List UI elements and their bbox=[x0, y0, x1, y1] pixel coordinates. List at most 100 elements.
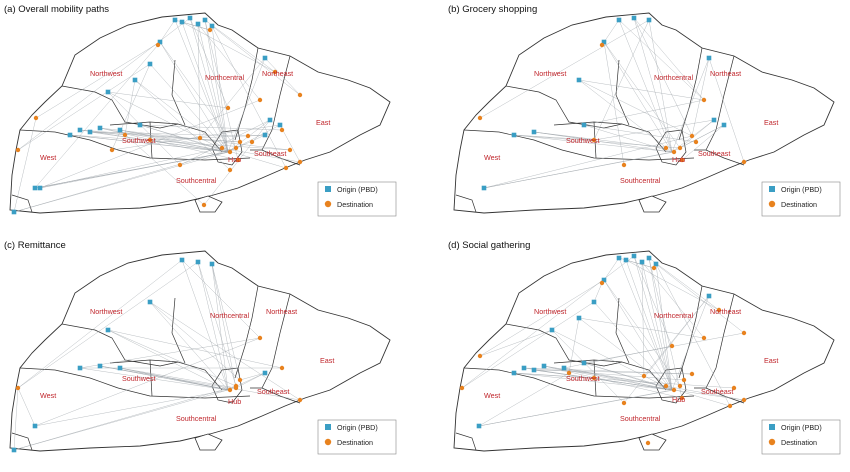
destination-marker bbox=[669, 343, 675, 349]
origin-markers-c bbox=[11, 257, 268, 453]
mobility-path-line bbox=[204, 19, 239, 161]
mobility-path-line bbox=[17, 63, 151, 151]
mobility-path-line bbox=[89, 131, 241, 143]
mobility-path-line bbox=[603, 41, 681, 149]
mobility-path-line bbox=[99, 127, 291, 151]
origin-markers-d bbox=[476, 253, 712, 429]
mobility-path-line bbox=[679, 119, 715, 149]
region-label-southcentral: Southcentral bbox=[176, 414, 217, 423]
mobility-path-line bbox=[69, 134, 231, 153]
region-label-hub: Hub bbox=[672, 155, 685, 164]
origin-marker bbox=[147, 299, 153, 305]
mobility-path-line bbox=[671, 57, 710, 153]
mobility-path-line bbox=[633, 17, 693, 137]
mobility-path-line bbox=[583, 332, 745, 364]
destination-marker bbox=[237, 377, 243, 383]
mobility-path-line bbox=[17, 387, 36, 427]
origin-marker bbox=[711, 117, 717, 123]
origin-marker bbox=[209, 23, 215, 29]
mobility-path-line bbox=[211, 25, 229, 153]
destination-marker bbox=[33, 115, 39, 121]
mobility-path-line bbox=[478, 372, 570, 427]
mobility-path-line bbox=[583, 362, 731, 407]
mobility-path-line bbox=[17, 261, 199, 389]
region-label-east: East bbox=[320, 356, 334, 365]
region-label-west: West bbox=[40, 153, 56, 162]
destination-marker bbox=[233, 385, 239, 391]
mobility-path-line bbox=[181, 21, 229, 153]
origin-marker bbox=[32, 185, 38, 191]
mobility-path-line bbox=[479, 279, 605, 357]
origin-marker bbox=[77, 127, 83, 133]
legend-origin-label: Origin (PBD) bbox=[781, 423, 822, 432]
legend-destination-icon bbox=[324, 438, 332, 446]
origin-marker bbox=[137, 122, 143, 128]
mobility-path-line bbox=[13, 151, 229, 213]
legend-b: Origin (PBD) Destination bbox=[761, 181, 841, 217]
legend-a: Origin (PBD) Destination bbox=[317, 181, 397, 217]
mobility-path-line bbox=[625, 259, 673, 391]
destination-marker bbox=[233, 145, 239, 151]
mobility-path-line bbox=[551, 329, 625, 404]
destination-marker bbox=[679, 395, 685, 401]
mobility-path-line bbox=[618, 19, 705, 101]
mobility-path-line bbox=[69, 134, 291, 151]
mobility-path-line bbox=[648, 257, 673, 391]
mobility-path-line bbox=[181, 259, 261, 339]
destination-marker bbox=[741, 397, 747, 403]
origin-marker bbox=[87, 129, 93, 135]
mobility-path-line bbox=[593, 19, 650, 141]
mobility-path-line bbox=[197, 261, 229, 391]
mobility-path-line bbox=[583, 124, 697, 143]
mobility-path-line bbox=[513, 134, 673, 153]
destination-marker bbox=[245, 133, 251, 139]
destination-marker bbox=[689, 371, 695, 377]
mobility-path-line bbox=[119, 367, 231, 391]
mobility-path-line bbox=[583, 99, 705, 126]
destination-marker bbox=[591, 375, 597, 381]
region-label-northeast: Northeast bbox=[262, 69, 293, 78]
mobility-path-line bbox=[563, 367, 673, 391]
destination-marker bbox=[716, 307, 722, 313]
legend-destination-icon bbox=[324, 200, 332, 208]
legend-origin-icon bbox=[325, 186, 331, 192]
destination-marker bbox=[227, 387, 233, 393]
origin-marker bbox=[511, 370, 517, 376]
legend-origin-icon bbox=[325, 424, 331, 430]
origin-marker bbox=[721, 122, 727, 128]
mobility-path-line bbox=[89, 131, 229, 153]
mobility-path-line bbox=[211, 25, 287, 169]
region-label-west: West bbox=[40, 391, 56, 400]
destination-marker bbox=[566, 370, 572, 376]
mobility-path-line bbox=[523, 367, 685, 381]
origin-marker bbox=[202, 17, 208, 23]
origin-marker bbox=[653, 261, 659, 267]
origin-marker bbox=[117, 127, 123, 133]
legend-origin-icon bbox=[769, 186, 775, 192]
origin-marker bbox=[195, 21, 201, 27]
mobility-path-line bbox=[99, 365, 301, 401]
mobility-path-line bbox=[235, 372, 266, 389]
mobility-path-line bbox=[179, 119, 271, 166]
region-label-northcentral: Northcentral bbox=[654, 311, 694, 320]
origin-marker bbox=[541, 363, 547, 369]
origin-marker bbox=[601, 277, 607, 283]
destination-marker bbox=[689, 133, 695, 139]
legend-destination-icon bbox=[768, 200, 776, 208]
mobility-path-line bbox=[479, 329, 553, 357]
region-label-southwest: Southwest bbox=[122, 374, 156, 383]
mobility-path-line bbox=[563, 367, 745, 401]
origin-marker bbox=[631, 253, 637, 259]
region-label-southwest: Southwest bbox=[122, 136, 156, 145]
origin-marker bbox=[172, 17, 178, 23]
destination-marker bbox=[599, 42, 605, 48]
mobility-path-line bbox=[107, 91, 229, 153]
mobility-path-line bbox=[159, 41, 237, 149]
mobility-path-line bbox=[197, 23, 201, 139]
mobility-path-line bbox=[174, 19, 229, 153]
mobility-path-line bbox=[13, 117, 37, 213]
destination-marker bbox=[219, 145, 225, 151]
origin-marker bbox=[179, 257, 185, 263]
mobility-path-line bbox=[39, 147, 223, 189]
region-label-northeast: Northeast bbox=[710, 69, 741, 78]
